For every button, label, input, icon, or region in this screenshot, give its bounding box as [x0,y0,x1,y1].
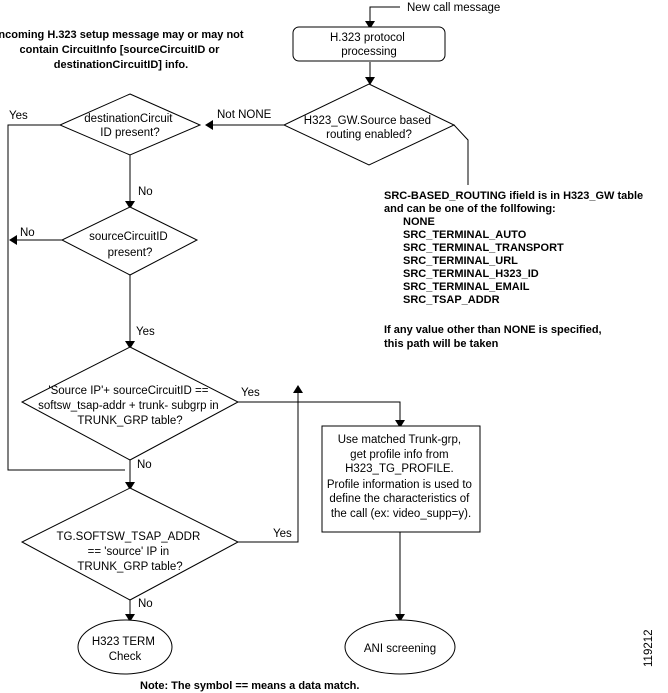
ani-text: ANI screening [364,643,436,655]
source-ip-decision [20,346,240,461]
source-circuit-text: sourceCircuitID present? [89,231,171,259]
label-dest-no: No [138,186,153,198]
label-source-no: No [20,227,35,239]
tg-softsw-decision [20,487,240,601]
tg-softsw-text: TG.SOFTSW_TSAP_ADDR == 'source' IP in TR… [57,531,204,573]
label-ip-yes: Yes [241,387,260,399]
tg-yes-line [238,390,299,543]
routing-to-note [453,124,469,185]
arrowhead [125,482,135,490]
arrowhead [395,420,405,428]
entry-arrow [369,6,400,24]
source-routing-text: H323_GW.Source based routing enabled? [304,115,434,141]
matched-trunk-box [321,425,481,533]
label-source-yes: Yes [136,326,155,338]
arrowhead [125,201,135,209]
label-dest-yes: Yes [9,110,28,122]
arrowhead [365,21,375,29]
label-ip-no: No [137,459,152,471]
source-circuit-decision [60,206,199,276]
arrowhead [395,614,405,622]
figure-id: 119212 [643,629,655,667]
dest-yes-line [7,124,125,471]
protocol-processing-box [292,26,446,62]
footer-note: Note: The symbol == means a data match. [140,680,359,692]
connectors [7,6,469,617]
ip-yes-line [238,401,401,423]
protocol-text: H.323 protocol processing [330,32,408,58]
ani-screening [344,619,456,675]
arrowheads [9,21,405,622]
arrowhead [125,341,135,349]
dest-circuit-decision [58,93,202,156]
arrowhead [365,77,375,85]
src-routing-note: SRC-BASED_ROUTING ifield is in H323_GW t… [384,190,646,215]
source-routing-decision [282,83,456,166]
entry-label: New call message [407,2,500,14]
label-tg-no: No [138,598,153,610]
arrowhead [205,120,213,130]
src-routing-values: NONE SRC_TERMINAL_AUTO SRC_TERMINAL_TRAN… [403,216,567,306]
h323-term-text: H323 TERM Check [92,636,158,663]
source-ip-text: 'Source IP'+ sourceCircuitID == softsw_t… [38,385,222,427]
arrowhead [293,385,303,393]
dest-circuit-text: destinationCircuit ID present? [84,113,175,139]
h323-term-check [77,619,173,675]
other-value-note: If any value other than NONE is specifie… [384,324,605,350]
arrowhead [9,235,17,245]
matched-trunk-text: Use matched Trunk-grp, get profile info … [327,434,475,520]
arrowhead [125,614,135,622]
label-not-none: Not NONE [217,109,272,121]
incoming-note: Incoming H.323 setup message may or may … [0,29,247,71]
label-tg-yes: Yes [273,528,292,540]
